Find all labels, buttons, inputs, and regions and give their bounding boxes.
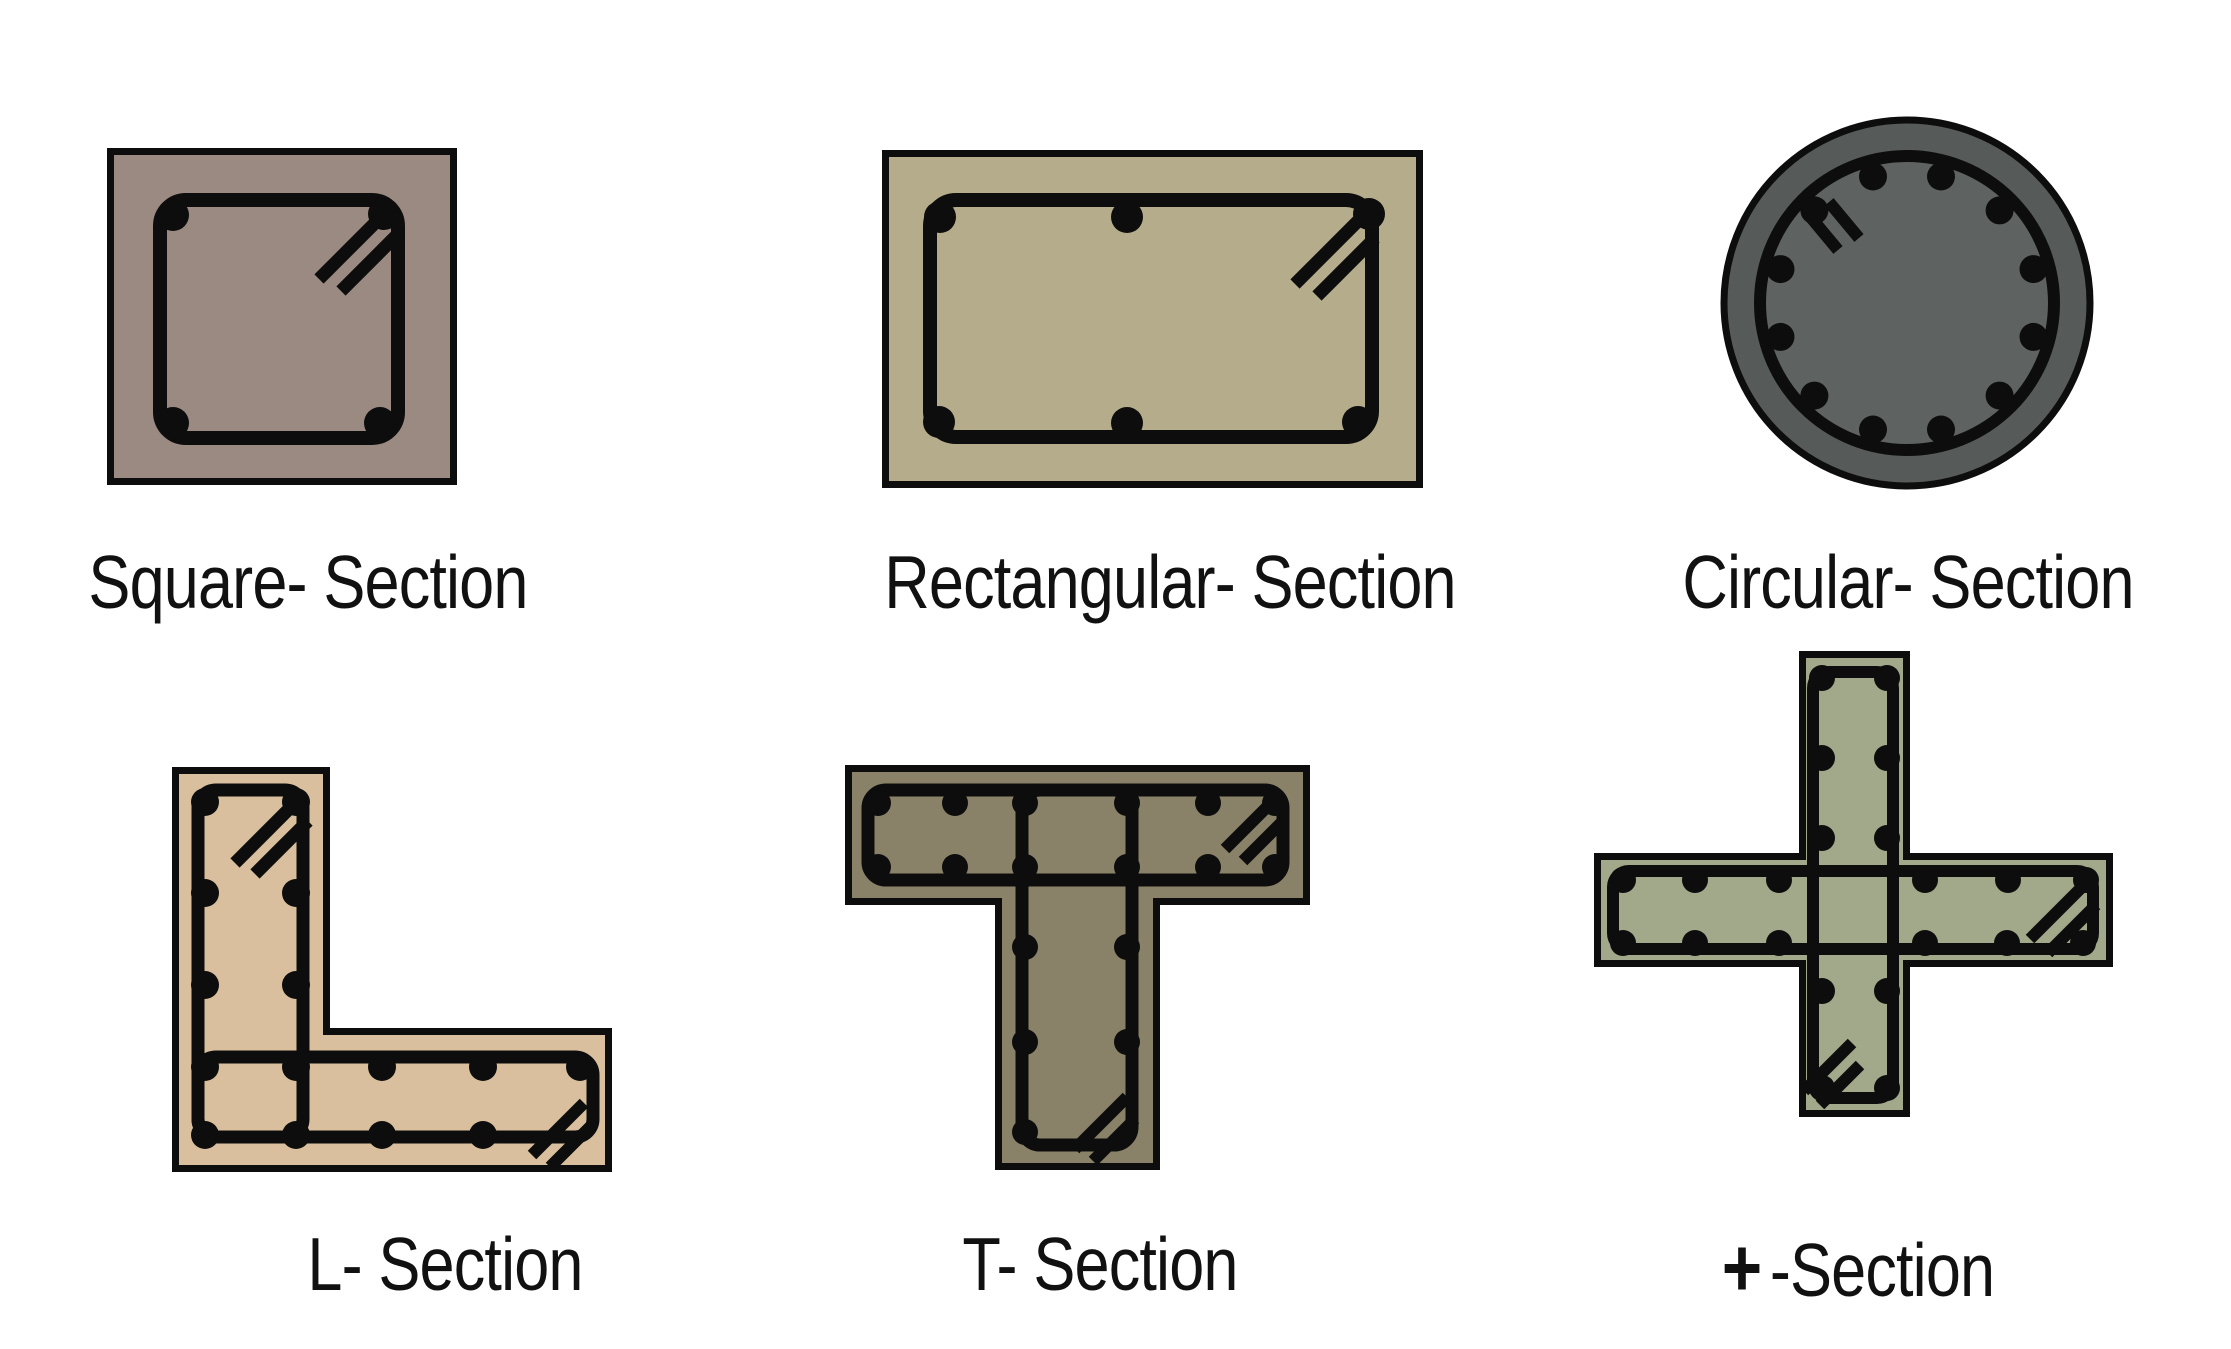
- plus-concrete-outline: [1594, 651, 2113, 1117]
- tie-marks-icon: [1803, 198, 1864, 254]
- plus-section-label: +-Section: [1721, 1222, 1995, 1314]
- tie-marks-icon: [1070, 1092, 1140, 1166]
- plus-rebar-dots: [1610, 665, 2099, 1101]
- circular-rebar-dots: [1766, 162, 2048, 444]
- tie-marks-icon: [527, 1098, 597, 1172]
- l-section-label: L- Section: [307, 1222, 583, 1306]
- tie-marks-icon: [230, 792, 313, 879]
- plus-section-figure: [1594, 651, 2113, 1117]
- tie-marks-icon: [314, 202, 404, 296]
- square-section-label: Square- Section: [88, 540, 528, 624]
- plus-section-label-text: -Section: [1769, 1228, 1995, 1312]
- square-stirrup: [153, 193, 405, 445]
- l-concrete-outline: [172, 767, 612, 1172]
- circular-section-label: Circular- Section: [1682, 540, 2134, 624]
- plus-symbol: +: [1721, 1222, 1762, 1314]
- t-section-label: T- Section: [962, 1222, 1238, 1306]
- tie-marks-icon: [1799, 1038, 1865, 1110]
- rectangular-section-figure: [882, 150, 1423, 488]
- tie-marks-icon: [1290, 207, 1380, 301]
- l-rebar-dots: [191, 788, 594, 1149]
- circular-core: [1766, 162, 2048, 444]
- tie-marks-icon: [2025, 876, 2101, 958]
- t-section-figure: [845, 765, 1310, 1170]
- circular-section-figure: [1720, 116, 2094, 490]
- square-section-figure: [107, 148, 457, 485]
- tie-marks-icon: [1220, 792, 1290, 866]
- rectangular-section-label: Rectangular- Section: [884, 540, 1456, 624]
- l-section-figure: [172, 767, 612, 1172]
- circular-stirrup: [1754, 150, 2060, 456]
- t-rebar-dots: [865, 790, 1288, 1145]
- rectangular-stirrup: [923, 193, 1379, 444]
- plus-vertical-stirrup: [1807, 666, 1899, 1104]
- rectangular-concrete-outline: [882, 150, 1423, 488]
